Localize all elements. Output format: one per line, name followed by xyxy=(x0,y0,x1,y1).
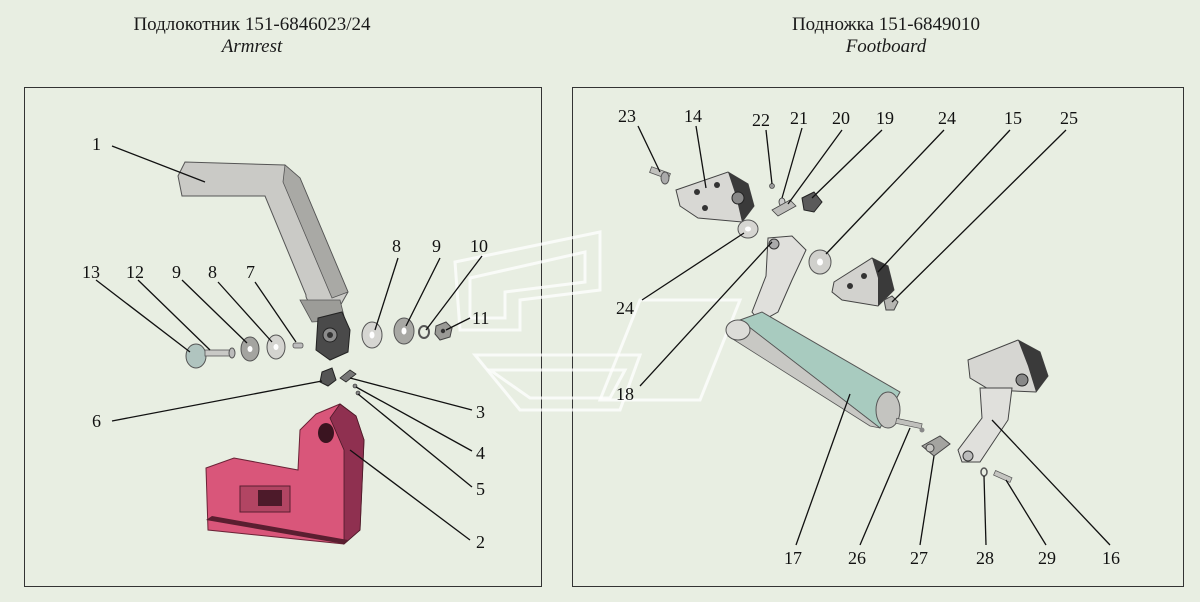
callout-19: 19 xyxy=(876,108,894,128)
callout-7: 7 xyxy=(246,262,255,282)
armrest-title-ru: Подлокотник 151-6846023/24 xyxy=(133,14,371,35)
leader-lines xyxy=(95,125,1111,546)
callout-18: 18 xyxy=(616,384,634,404)
part-2-bracket xyxy=(205,403,365,545)
callout-24-left: 24 xyxy=(616,298,634,318)
part-27-link xyxy=(921,435,951,457)
part-19-block xyxy=(801,191,823,213)
callout-13: 13 xyxy=(82,262,100,282)
callout-21: 21 xyxy=(790,108,808,128)
part-26-shaft xyxy=(895,417,925,433)
callout-22: 22 xyxy=(752,110,770,130)
footboard-title-en: Footboard xyxy=(845,36,927,57)
callout-5: 5 xyxy=(476,479,485,499)
callout-20: 20 xyxy=(832,108,850,128)
callout-25: 25 xyxy=(1060,108,1078,128)
callout-6: 6 xyxy=(92,411,101,431)
callout-9-right: 9 xyxy=(432,236,441,256)
callout-14: 14 xyxy=(684,106,702,126)
armrest-panel xyxy=(24,87,542,587)
part-11-nut xyxy=(434,321,453,341)
callout-26: 26 xyxy=(848,548,866,568)
callout-16: 16 xyxy=(1102,548,1120,568)
part-7-pin xyxy=(292,342,304,349)
part-9-washer-left xyxy=(240,336,260,362)
footboard-title-ru: Подножка 151-6849010 xyxy=(791,14,981,35)
part-17-tube xyxy=(725,311,901,429)
armrest-title-en: Armrest xyxy=(221,36,283,57)
callout-2: 2 xyxy=(476,532,485,552)
callout-12: 12 xyxy=(126,262,144,282)
callout-24-top: 24 xyxy=(938,108,956,128)
callout-4: 4 xyxy=(476,443,485,463)
callout-8-right: 8 xyxy=(392,236,401,256)
part-18-arm xyxy=(751,235,807,323)
part-6-block xyxy=(319,367,337,387)
part-3-clip xyxy=(339,369,357,383)
callout-8-left: 8 xyxy=(208,262,217,282)
part-15-hinge xyxy=(831,257,895,307)
part-28-washer xyxy=(980,467,988,477)
part-14-hinge xyxy=(675,171,755,223)
callouts: 1 13 12 9 8 7 8 9 10 11 6 3 4 5 2 23 14 … xyxy=(82,106,1120,568)
watermark xyxy=(453,230,743,412)
callout-17: 17 xyxy=(784,548,802,568)
callout-23: 23 xyxy=(618,106,636,126)
part-23-bolt xyxy=(649,166,671,185)
footboard-title: Подножка 151-6849010 Footboard xyxy=(656,14,1116,58)
callout-28: 28 xyxy=(976,548,994,568)
part-armrest-pad xyxy=(177,161,349,323)
callout-1: 1 xyxy=(92,134,101,154)
callout-29: 29 xyxy=(1038,548,1056,568)
callout-3: 3 xyxy=(476,402,485,422)
part-12-bolt xyxy=(204,347,236,359)
part-10-washer xyxy=(418,325,430,339)
part-24-washer-right xyxy=(808,249,832,275)
part-8-washer-right xyxy=(361,321,383,349)
armrest-title: Подлокотник 151-6846023/24 Armrest xyxy=(40,14,464,58)
part-16-hinge xyxy=(957,339,1049,463)
callout-9-left: 9 xyxy=(172,262,181,282)
callout-10: 10 xyxy=(470,236,488,256)
callout-27: 27 xyxy=(910,548,928,568)
callout-15: 15 xyxy=(1004,108,1022,128)
part-22-pin xyxy=(769,183,775,189)
footboard-panel xyxy=(572,87,1184,587)
part-9-washer-right xyxy=(393,317,415,345)
part-hinge-knuckle xyxy=(315,311,351,361)
part-13 xyxy=(185,343,207,369)
part-20-plate xyxy=(771,199,797,217)
part-29-bolt xyxy=(993,470,1013,483)
callout-11: 11 xyxy=(472,308,489,328)
